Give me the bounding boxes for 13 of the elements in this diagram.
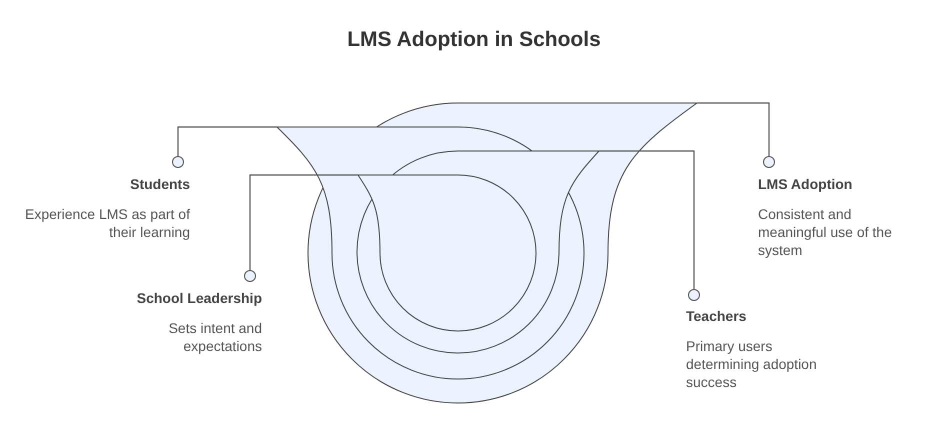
item-description: Experience LMS as part of their learning: [25, 205, 190, 241]
item-description: Sets intent and expectations: [168, 319, 262, 355]
item-description: Primary users determining adoption success: [686, 337, 818, 391]
item-description: Consistent and meaningful use of the system: [758, 205, 893, 259]
leader-line: [172, 126, 277, 168]
item-heading: Students: [129, 175, 190, 193]
leader-line: [599, 150, 700, 301]
leader-line: [244, 174, 358, 282]
item-heading: School Leadership: [136, 289, 262, 307]
item-heading: LMS Adoption: [758, 175, 854, 193]
diagram-title: LMS Adoption in Schools: [346, 28, 602, 52]
leader-line: [697, 102, 775, 168]
item-heading: Teachers: [686, 307, 748, 325]
